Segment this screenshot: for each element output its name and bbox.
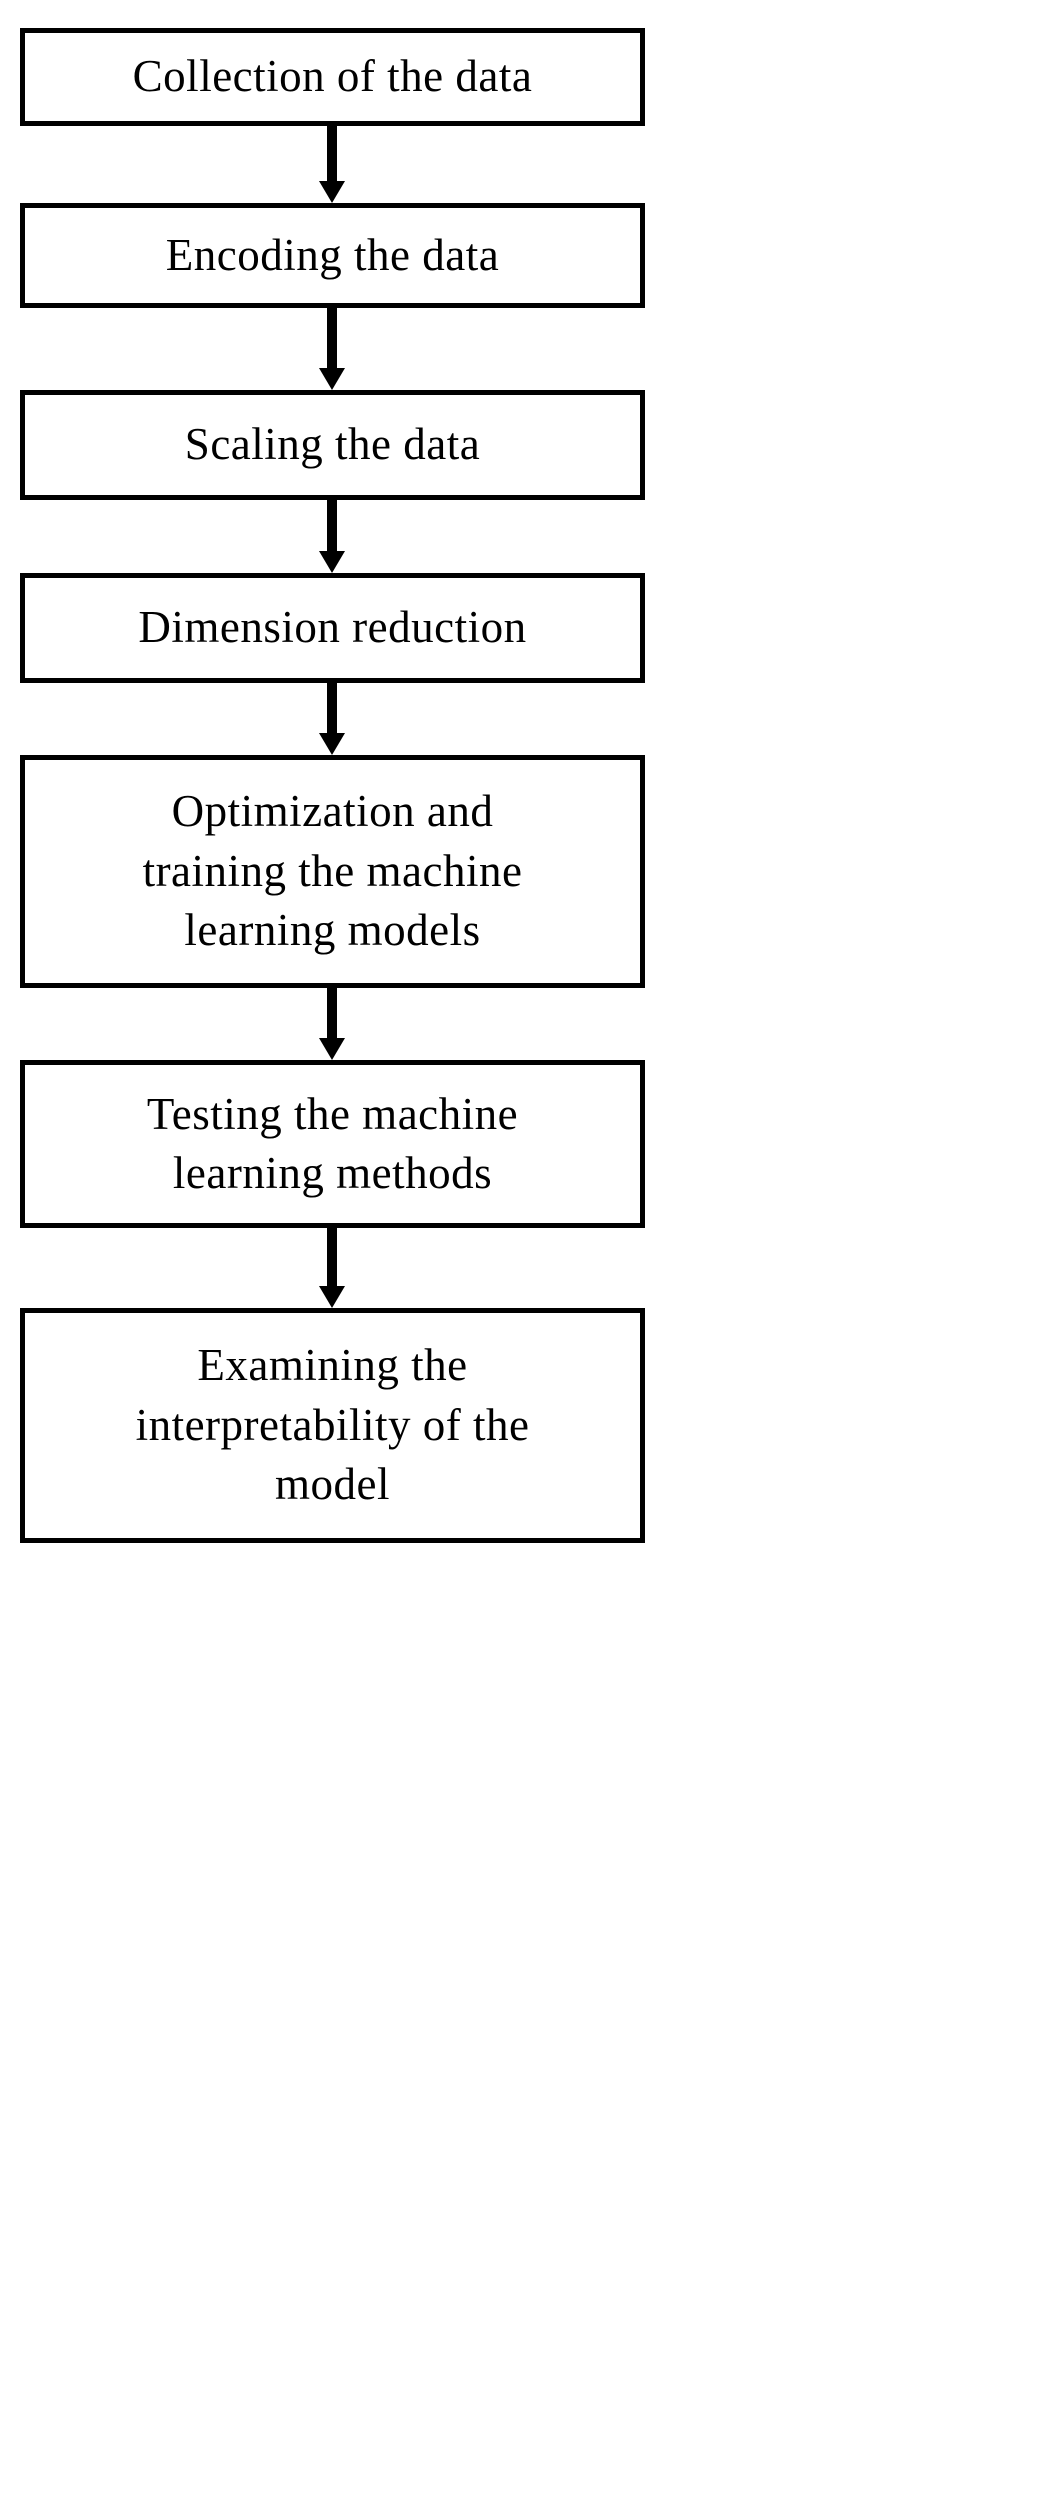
arrow-head-icon	[319, 1038, 345, 1060]
flowchart-arrow-6	[319, 1228, 345, 1308]
flowchart-node-label: Scaling the data	[184, 419, 481, 470]
flowchart-node-label: Dimension reduction	[138, 602, 527, 653]
arrow-shaft	[327, 683, 337, 733]
flowchart-node-optimization-and-training[interactable]: Optimization and training the machine le…	[20, 755, 645, 988]
arrow-head-icon	[319, 181, 345, 203]
arrow-shaft	[327, 988, 337, 1038]
flowchart-node-label: Collection of the data	[132, 51, 533, 102]
flowchart-arrow-5	[319, 988, 345, 1060]
arrow-head-icon	[319, 1286, 345, 1308]
flowchart-node-label: Encoding the data	[165, 229, 500, 280]
arrow-head-icon	[319, 733, 345, 755]
flowchart-node-scaling-the-data[interactable]: Scaling the data	[20, 390, 645, 500]
flowchart-arrow-3	[319, 500, 345, 573]
arrow-shaft	[327, 1228, 337, 1286]
flowchart-node-label: Testing the machine learning methods	[146, 1088, 519, 1198]
arrow-shaft	[327, 500, 337, 551]
flowchart-node-dimension-reduction[interactable]: Dimension reduction	[20, 573, 645, 683]
flowchart-node-label: Optimization and training the machine le…	[142, 786, 523, 956]
flowchart-node-testing-the-machine-learning-methods[interactable]: Testing the machine learning methods	[20, 1060, 645, 1228]
arrow-head-icon	[319, 368, 345, 390]
flowchart-arrow-2	[319, 308, 345, 390]
arrow-shaft	[327, 308, 337, 368]
flowchart-node-label: Examining the interpretability of the mo…	[135, 1340, 530, 1510]
flowchart-node-examining-the-interpretability[interactable]: Examining the interpretability of the mo…	[20, 1308, 645, 1543]
arrow-head-icon	[319, 551, 345, 573]
arrow-shaft	[327, 126, 337, 181]
flowchart-node-collection-of-the-data[interactable]: Collection of the data	[20, 28, 645, 126]
flowchart-arrow-1	[319, 126, 345, 203]
flowchart-arrow-4	[319, 683, 345, 755]
flowchart-node-encoding-the-data[interactable]: Encoding the data	[20, 203, 645, 308]
